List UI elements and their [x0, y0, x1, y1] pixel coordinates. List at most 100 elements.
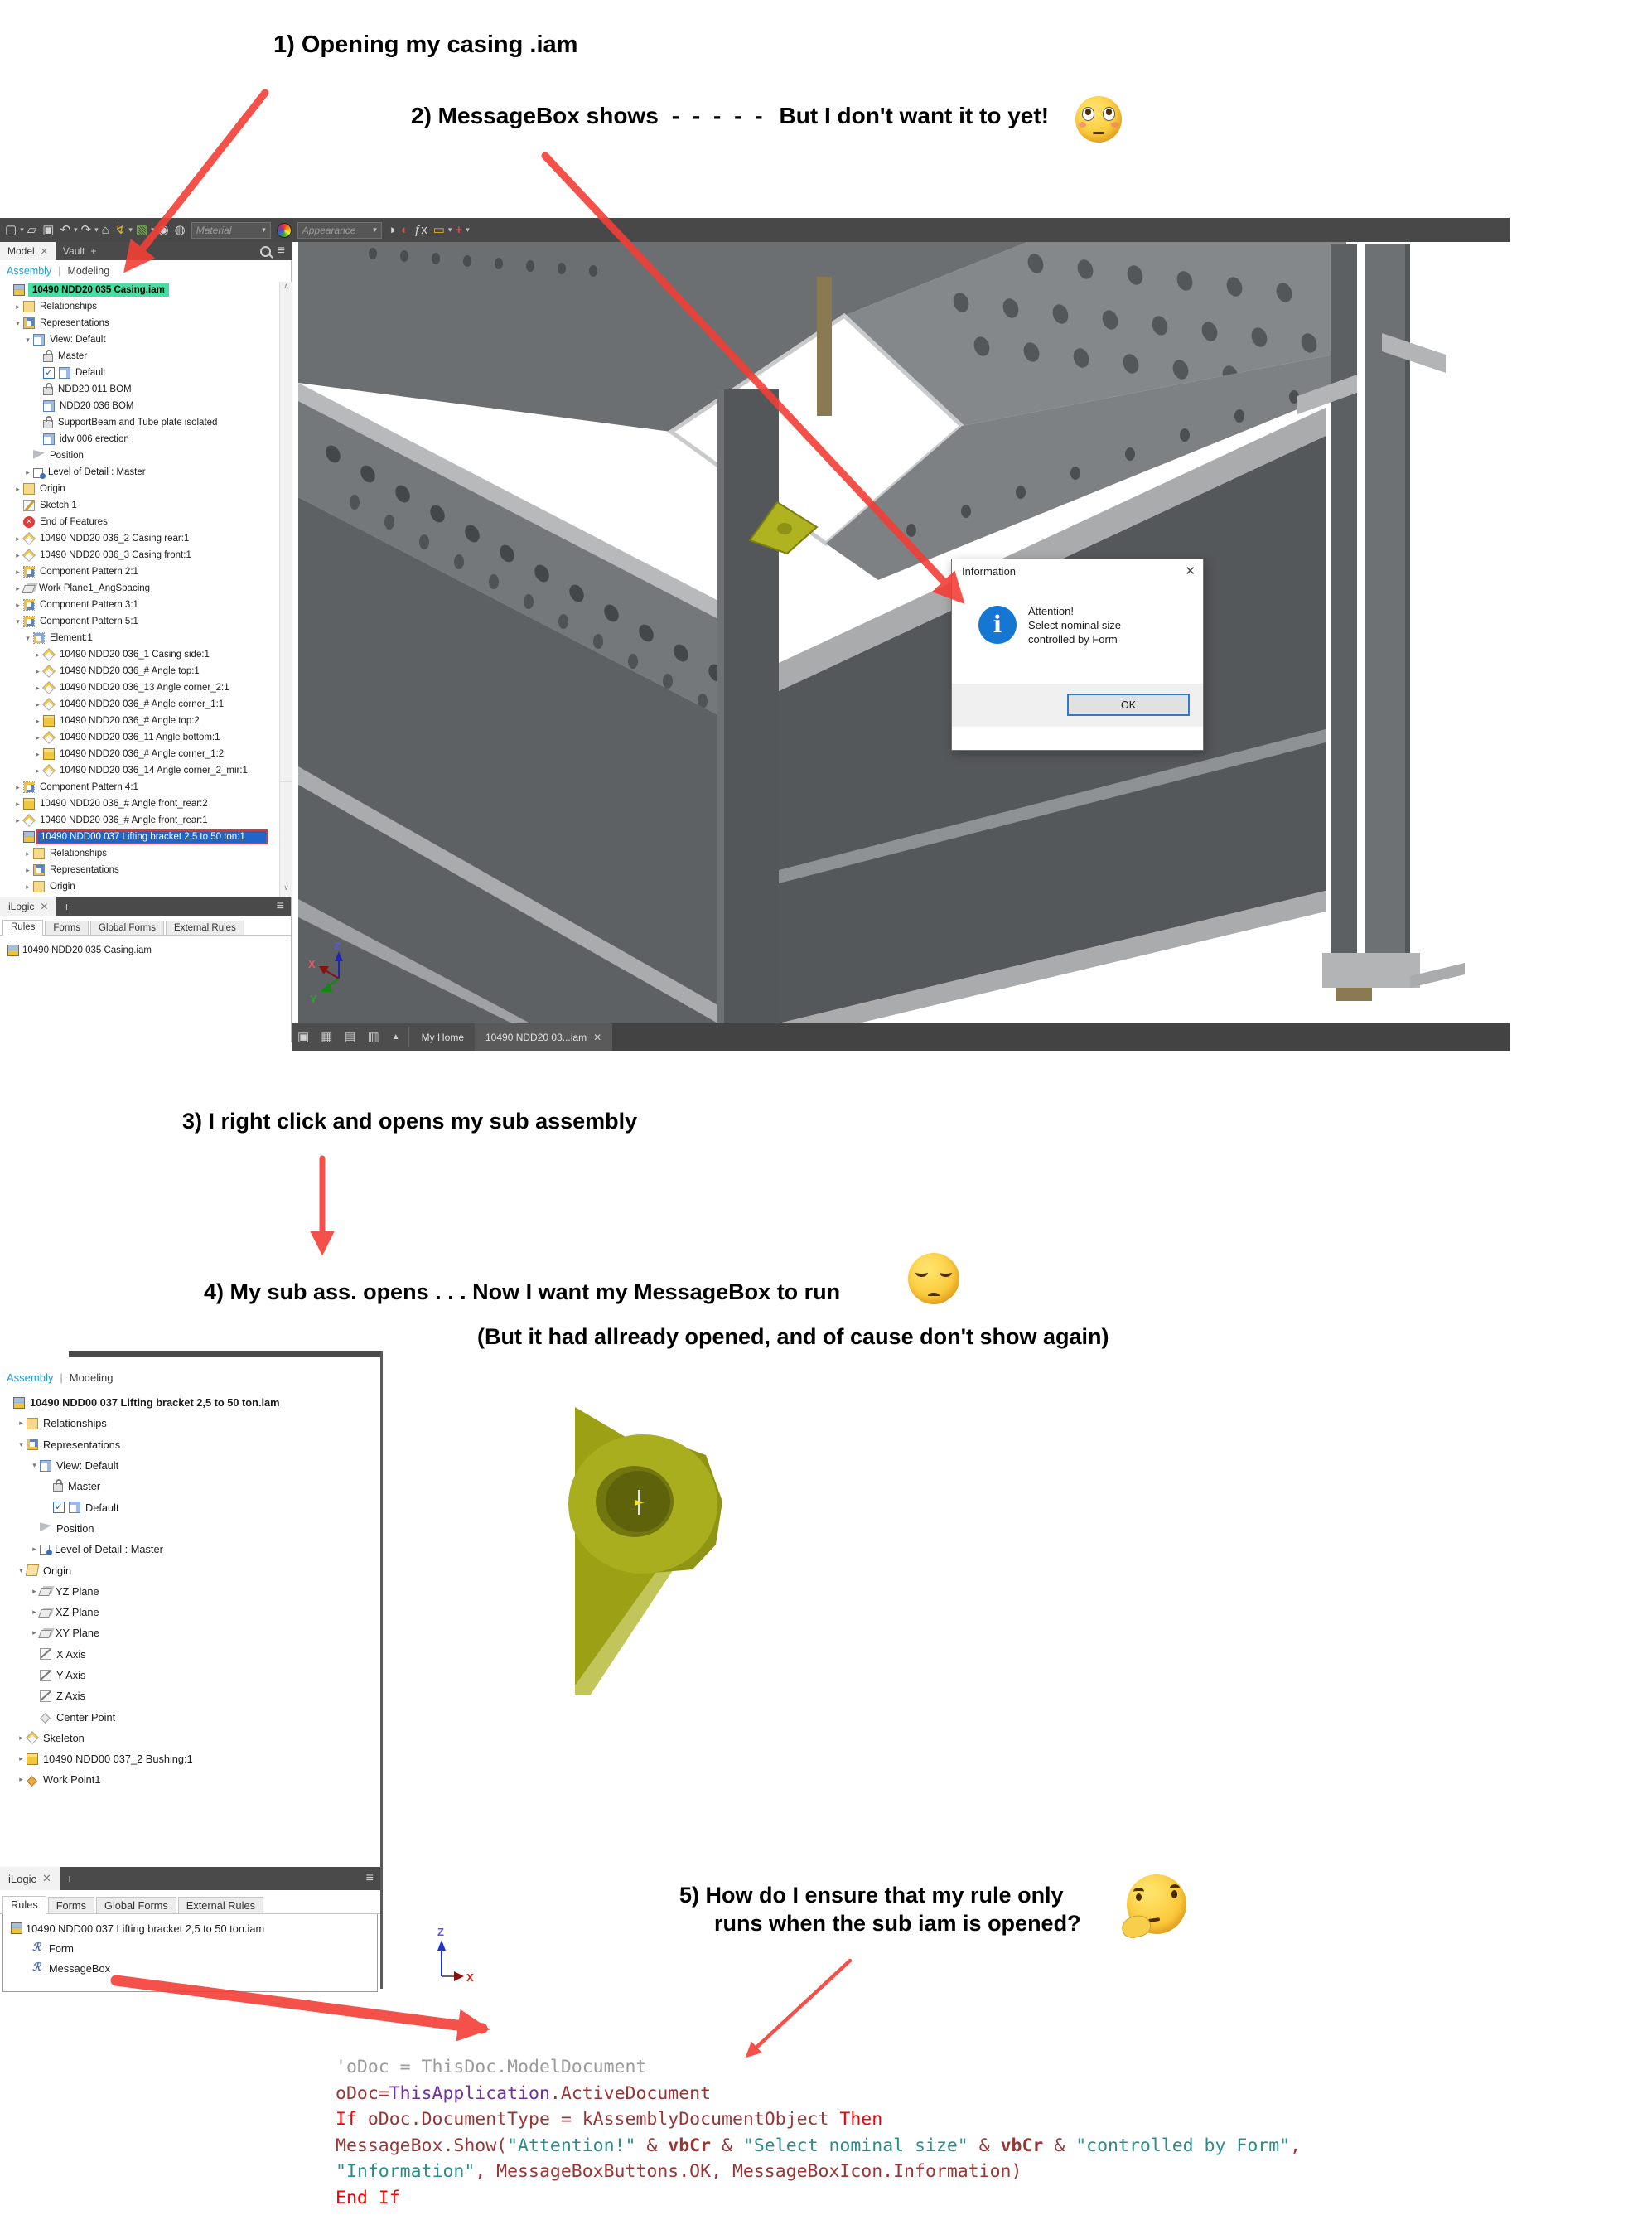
caret-icon[interactable]: ▾ [20, 225, 24, 234]
home-icon[interactable]: ⌂ [101, 223, 109, 237]
tree-item[interactable]: ▸10490 NDD20 036_13 Angle corner_2:1 [0, 679, 279, 696]
chevron-right-icon[interactable]: ▸ [16, 484, 20, 493]
more-icon[interactable]: ▾ [466, 225, 470, 234]
joint-icon[interactable]: ◉ [157, 223, 169, 237]
color-wheel-icon[interactable] [276, 222, 292, 238]
tree-item[interactable]: Z Axis [0, 1685, 380, 1706]
chevron-right-icon[interactable]: ▸ [26, 467, 30, 476]
chevron-right-icon[interactable]: ▸ [16, 534, 20, 543]
hamburger-menu-icon[interactable]: ≡ [276, 899, 284, 913]
tree-item[interactable]: ▸Component Pattern 2:1 [0, 563, 279, 580]
tab-ilogic[interactable]: iLogic✕ [0, 1867, 60, 1890]
chevron-right-icon[interactable]: ▸ [26, 865, 30, 874]
tab-active-document[interactable]: 10490 NDD20 03...iam✕ [475, 1023, 613, 1051]
close-icon[interactable]: ✕ [40, 901, 49, 912]
tab-my-home[interactable]: My Home [421, 1031, 464, 1043]
scroll-up-icon[interactable]: ∧ [283, 282, 289, 290]
render-icon[interactable]: ◍ [174, 223, 186, 237]
caret-icon[interactable]: ▾ [151, 225, 155, 234]
tree-item[interactable]: ▸10490 NDD20 036_14 Angle corner_2_mir:1 [0, 762, 279, 779]
tree-item[interactable]: ▸Relationships [0, 298, 279, 315]
tree-item[interactable]: ▾View: Default [0, 331, 279, 348]
chevron-right-icon[interactable]: ▸ [36, 766, 40, 775]
tab-rules[interactable]: Rules [2, 920, 44, 936]
chevron-right-icon[interactable]: ▸ [36, 699, 40, 708]
tree-item[interactable]: Center Point [0, 1706, 380, 1727]
tab-external-rules[interactable]: External Rules [166, 921, 244, 935]
new-document-icon[interactable]: ▢ [5, 223, 17, 237]
tree-item[interactable]: Master [0, 348, 279, 365]
clear-appearance-icon[interactable]: ◐ [400, 223, 408, 237]
tree-item[interactable]: ▸Work Point1 [0, 1769, 380, 1790]
tree-item[interactable]: ▸Origin [0, 878, 279, 895]
chevron-right-icon[interactable]: ▸ [36, 683, 40, 692]
tree-item[interactable]: ▸10490 NDD20 036_# Angle top:2 [0, 713, 279, 729]
search-icon[interactable] [259, 245, 271, 257]
caret-icon[interactable]: ▾ [128, 225, 133, 234]
tab-model[interactable]: Model✕ [0, 242, 56, 260]
tree-item[interactable]: ▸10490 NDD20 036_# Angle corner_1:2 [0, 746, 279, 762]
tree-item[interactable]: Sketch 1 [0, 497, 279, 514]
tree-item[interactable]: ✓Default [0, 365, 279, 381]
tree-item[interactable]: ▸Relationships [0, 1413, 380, 1434]
chevron-down-icon[interactable]: ▾ [19, 1439, 23, 1448]
open-icon[interactable]: ▱ [27, 223, 37, 237]
chevron-right-icon[interactable]: ▸ [19, 1419, 23, 1428]
tree-item[interactable]: ▸10490 NDD20 036_# Angle front_rear:2 [0, 795, 279, 812]
scroll-down-icon[interactable]: ∨ [283, 883, 289, 892]
tree-item[interactable]: Master [0, 1476, 380, 1497]
chevron-right-icon[interactable]: ▸ [19, 1733, 23, 1742]
tree-item[interactable]: Position [0, 447, 279, 464]
tree-item[interactable]: NDD20 036 BOM [0, 398, 279, 414]
tab-global-forms[interactable]: Global Forms [95, 1897, 176, 1913]
chevron-down-icon[interactable]: ▾ [16, 617, 20, 626]
new-part-icon[interactable]: ▧ [135, 223, 148, 237]
ok-button[interactable]: OK [1067, 694, 1190, 716]
tree-item[interactable]: ▾Component Pattern 5:1 [0, 613, 279, 630]
tree-item[interactable]: ▾Element:1 [0, 630, 279, 646]
chevron-right-icon[interactable]: ▸ [36, 666, 40, 675]
tree-item[interactable]: ▸YZ Plane [0, 1581, 380, 1602]
chevron-down-icon[interactable]: ▾ [19, 1565, 23, 1574]
tab-rules[interactable]: Rules [2, 1896, 46, 1914]
hamburger-menu-icon[interactable]: ≡ [365, 1871, 374, 1885]
chevron-right-icon[interactable]: ▸ [16, 799, 20, 808]
chevron-right-icon[interactable]: ▸ [16, 583, 20, 592]
tab-ilogic[interactable]: iLogic✕ [0, 897, 57, 916]
tree-item[interactable]: Y Axis [0, 1665, 380, 1685]
tab-global-forms[interactable]: Global Forms [90, 921, 165, 935]
tree-item[interactable]: ▸10490 NDD20 036_# Angle corner_1:1 [0, 696, 279, 713]
caret-icon[interactable]: ▾ [94, 225, 99, 234]
tree-item[interactable]: 10490 NDD00 037 Lifting bracket 2,5 to 5… [0, 1392, 380, 1413]
chevron-down-icon[interactable]: ▾ [32, 1461, 36, 1470]
tile-windows-icon[interactable]: ▦ [321, 1030, 333, 1044]
tree-item[interactable]: ▸Work Plane1_AngSpacing [0, 580, 279, 597]
3d-viewport[interactable]: Z X Y [292, 242, 1510, 1023]
chevron-right-icon[interactable]: ▸ [32, 1628, 36, 1637]
chevron-down-icon[interactable]: ▾ [16, 318, 20, 327]
save-icon[interactable]: ▣ [42, 223, 55, 237]
tree-item[interactable]: ▸Level of Detail : Master [0, 464, 279, 481]
tree-item[interactable]: ▸Relationships [0, 845, 279, 862]
tree-item[interactable]: ▸10490 NDD20 036_# Angle top:1 [0, 663, 279, 679]
tree-item[interactable]: 10490 NDD20 035 Casing.iam [0, 282, 279, 298]
tab-forms[interactable]: Forms [47, 1897, 94, 1913]
tree-item[interactable]: ▸10490 NDD20 036_11 Angle bottom:1 [0, 729, 279, 746]
tree-item[interactable]: ▸10490 NDD20 036_3 Casing front:1 [0, 547, 279, 563]
new-panel-tab-icon[interactable]: + [65, 1872, 74, 1885]
lifting-bracket-part[interactable] [497, 1392, 762, 1724]
tile-vertical-icon[interactable]: ▥ [367, 1030, 379, 1044]
collapse-icon[interactable]: ▲ [391, 1032, 400, 1042]
assembly-mode-link[interactable]: Assembly [7, 1371, 54, 1384]
tree-item[interactable]: ▸10490 NDD00 037_2 Bushing:1 [0, 1748, 380, 1769]
sketch-lightning-icon[interactable]: ↯ [114, 223, 126, 237]
chevron-right-icon[interactable]: ▸ [36, 650, 40, 659]
rule-item[interactable]: 10490 NDD20 035 Casing.iam [0, 941, 291, 960]
measure-icon[interactable]: ▭ [432, 223, 445, 237]
appearance-select[interactable]: Appearance▾ [297, 221, 382, 239]
tab-forms[interactable]: Forms [45, 921, 89, 935]
tree-item[interactable]: NDD20 011 BOM [0, 381, 279, 398]
chevron-down-icon[interactable]: ▾ [26, 335, 30, 344]
chevron-right-icon[interactable]: ▸ [36, 733, 40, 742]
